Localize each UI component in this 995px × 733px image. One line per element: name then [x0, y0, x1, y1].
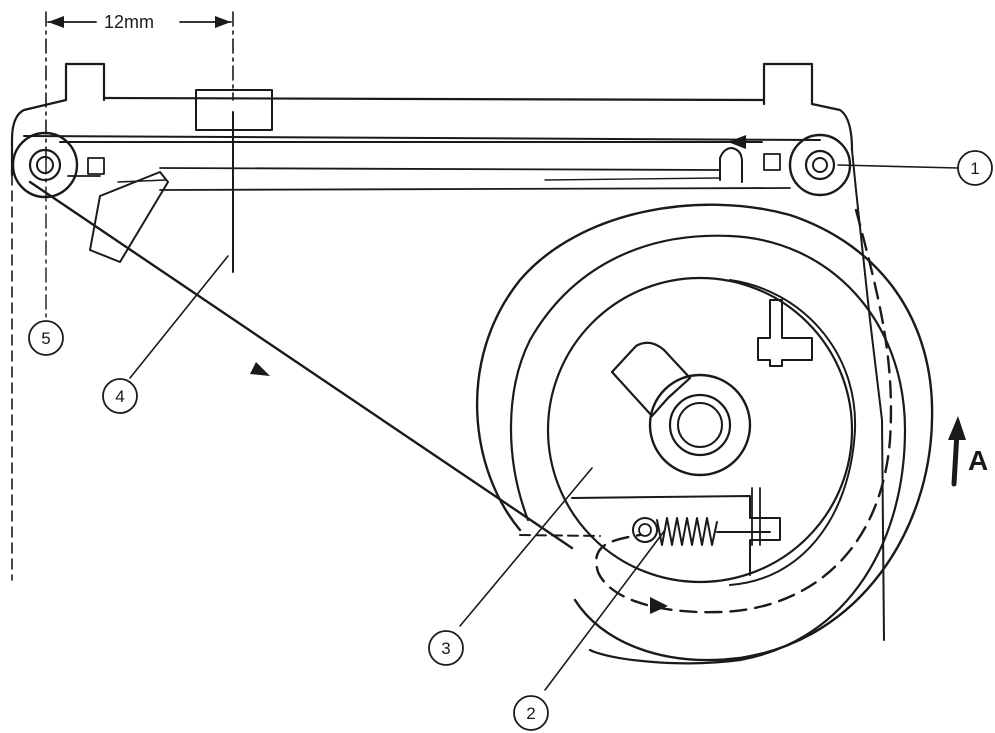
- callout-4: 4: [102, 378, 138, 414]
- spring: [632, 487, 771, 546]
- callout-3: 3: [428, 630, 464, 666]
- drum: [476, 203, 934, 665]
- callout-2: 2: [513, 695, 549, 731]
- svg-text:5: 5: [41, 329, 50, 348]
- leader-lines: [129, 164, 959, 691]
- left-pulley: [11, 131, 169, 263]
- svg-text:2: 2: [526, 704, 535, 723]
- right-pulley: [719, 133, 885, 641]
- dimension-12mm: 12mm: [45, 11, 234, 321]
- dimension-label: 12mm: [104, 12, 154, 32]
- svg-text:4: 4: [115, 387, 124, 406]
- svg-text:3: 3: [441, 639, 450, 658]
- direction-label: A: [968, 445, 988, 476]
- callout-1: 1: [957, 150, 993, 186]
- top-frame: [10, 62, 854, 191]
- callout-5: 5: [28, 320, 64, 356]
- slider-block: [195, 89, 273, 273]
- cord: [11, 135, 763, 581]
- direction-arrow-a: A: [948, 416, 988, 487]
- svg-text:1: 1: [970, 159, 979, 178]
